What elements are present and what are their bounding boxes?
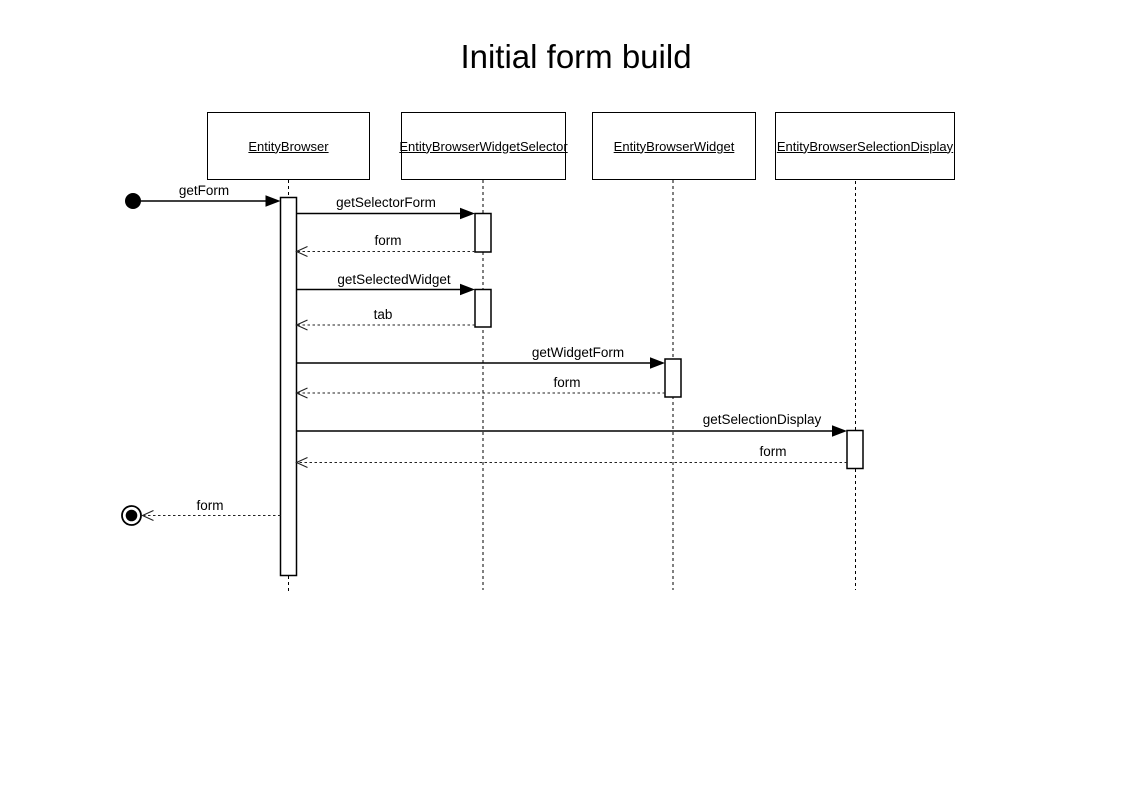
return-arrow-tab: [295, 319, 475, 331]
call-arrow-getselectorform: [296, 207, 475, 220]
call-arrow-getselectiondisplay: [296, 425, 847, 437]
return-arrow-form-final: [141, 509, 281, 522]
message-label-form-2: form: [553, 375, 581, 390]
participant-entitybrowserwidget-label: EntityBrowserWidget: [613, 138, 735, 154]
message-label-getwidgetform: getWidgetForm: [531, 345, 625, 360]
participant-entitybrowserwidgetselector-label: EntityBrowserWidgetSelector: [399, 138, 568, 154]
message-label-getselectedwidget: getSelectedWidget: [337, 272, 451, 287]
participant-entitybrowserselectiondisplay: EntityBrowserSelectionDisplay: [775, 112, 955, 180]
message-label-getform: getForm: [178, 183, 230, 198]
return-arrow-form-2: [295, 387, 665, 399]
message-label-form-3: form: [759, 444, 787, 459]
message-label-form-final: form: [196, 498, 224, 513]
diagram-title: Initial form build: [460, 38, 692, 75]
participant-entitybrowserwidget: EntityBrowserWidget: [592, 112, 756, 180]
call-arrow-getselectedwidget: [296, 283, 475, 296]
start-node-icon: [125, 193, 141, 209]
return-arrow-form-1: [295, 245, 475, 258]
call-arrow-getwidgetform: [296, 357, 665, 369]
end-node-inner-icon: [125, 509, 138, 522]
message-label-form-1: form: [374, 233, 402, 248]
activation-selector-1: [474, 212, 492, 253]
participant-entitybrowserselectiondisplay-label: EntityBrowserSelectionDisplay: [776, 138, 954, 154]
participant-entitybrowser: EntityBrowser: [207, 112, 370, 180]
message-label-tab: tab: [373, 307, 393, 322]
activation-selector-2: [474, 288, 492, 328]
participant-entitybrowser-label: EntityBrowser: [248, 138, 329, 154]
return-arrow-form-3: [295, 456, 847, 469]
activation-selectiondisplay: [846, 429, 864, 470]
call-arrow-getform: [141, 195, 281, 207]
participant-entitybrowserwidgetselector: EntityBrowserWidgetSelector: [399, 112, 568, 180]
end-node-outer-icon: [121, 505, 142, 526]
activation-widget: [664, 358, 682, 398]
message-label-getselectorform: getSelectorForm: [336, 195, 436, 210]
activation-entitybrowser: [279, 196, 298, 577]
message-label-getselectiondisplay: getSelectionDisplay: [702, 412, 822, 427]
